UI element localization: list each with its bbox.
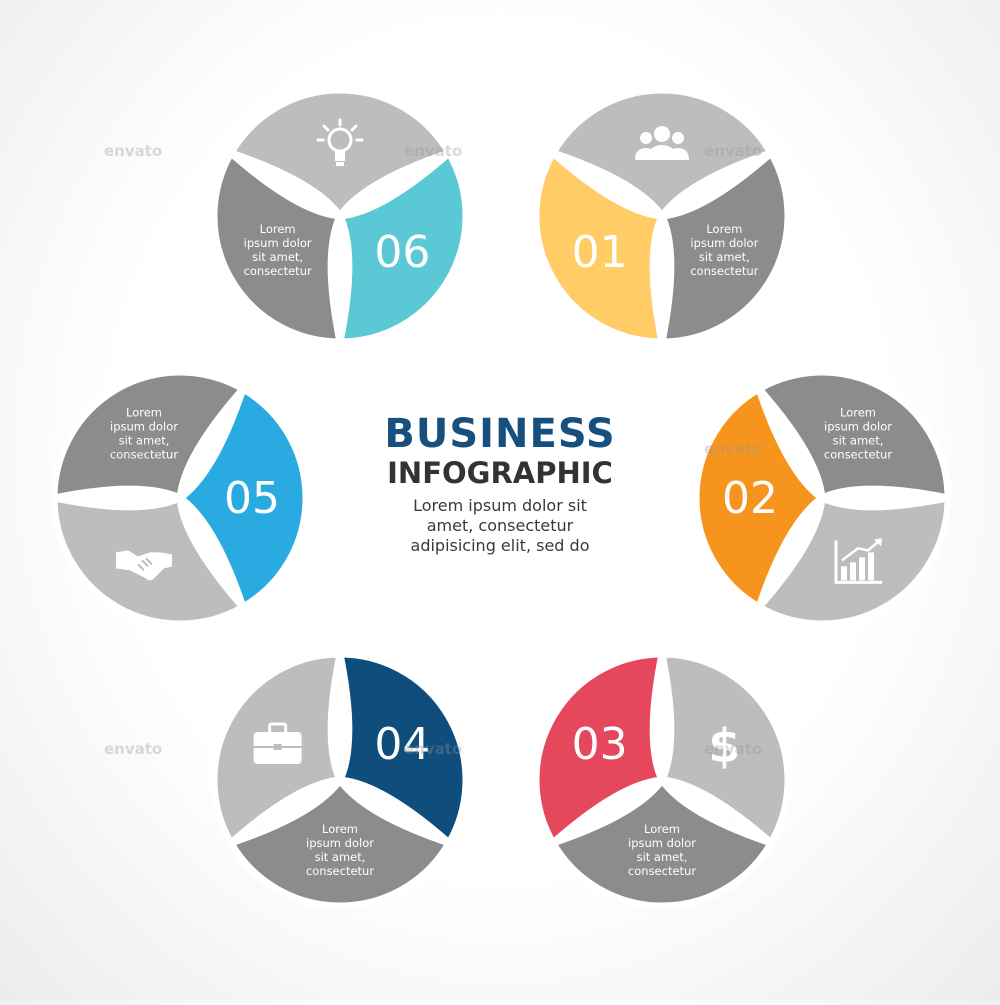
step-segment-gray <box>755 494 952 628</box>
body-line: adipisicing elit, sed do <box>410 536 590 555</box>
watermark: envato <box>704 740 763 758</box>
watermark: envato <box>104 740 163 758</box>
step-number: 01 <box>572 227 628 278</box>
watermark: envato <box>704 440 763 458</box>
title-infographic: INFOGRAPHIC <box>387 456 613 490</box>
step-segment-colored <box>532 650 666 847</box>
step-number: 06 <box>374 227 430 278</box>
step-number: 02 <box>722 473 778 524</box>
step-segment-colored <box>532 149 666 346</box>
body-line: Lorem ipsum dolor sit <box>413 496 587 515</box>
step-segment-colored <box>692 385 826 611</box>
step-segment-colored <box>336 149 470 346</box>
step-number: 04 <box>374 719 430 770</box>
step-segment-gray <box>50 368 247 502</box>
watermark: envato <box>404 740 463 758</box>
watermark: envato <box>704 142 763 160</box>
step-segment-colored <box>176 385 310 611</box>
title-business: BUSINESS <box>384 411 616 457</box>
step-segment-gray <box>755 368 952 502</box>
step-segment-gray <box>658 149 792 346</box>
step-number: 03 <box>572 719 628 770</box>
title-body-text: Lorem ipsum dolor sit amet, consectetur … <box>330 496 670 556</box>
step-number: 05 <box>224 473 280 524</box>
body-line: amet, consectetur <box>426 516 574 535</box>
step-segment-gray <box>549 776 775 910</box>
watermark: envato <box>104 440 163 458</box>
watermark: envato <box>104 142 163 160</box>
center-title-block: BUSINESS INFOGRAPHIC Lorem ipsum dolor s… <box>330 412 670 556</box>
step-segment-gray <box>227 776 453 910</box>
step-segment-colored <box>336 650 470 847</box>
watermark: envato <box>404 142 463 160</box>
step-segment-gray <box>210 149 344 346</box>
